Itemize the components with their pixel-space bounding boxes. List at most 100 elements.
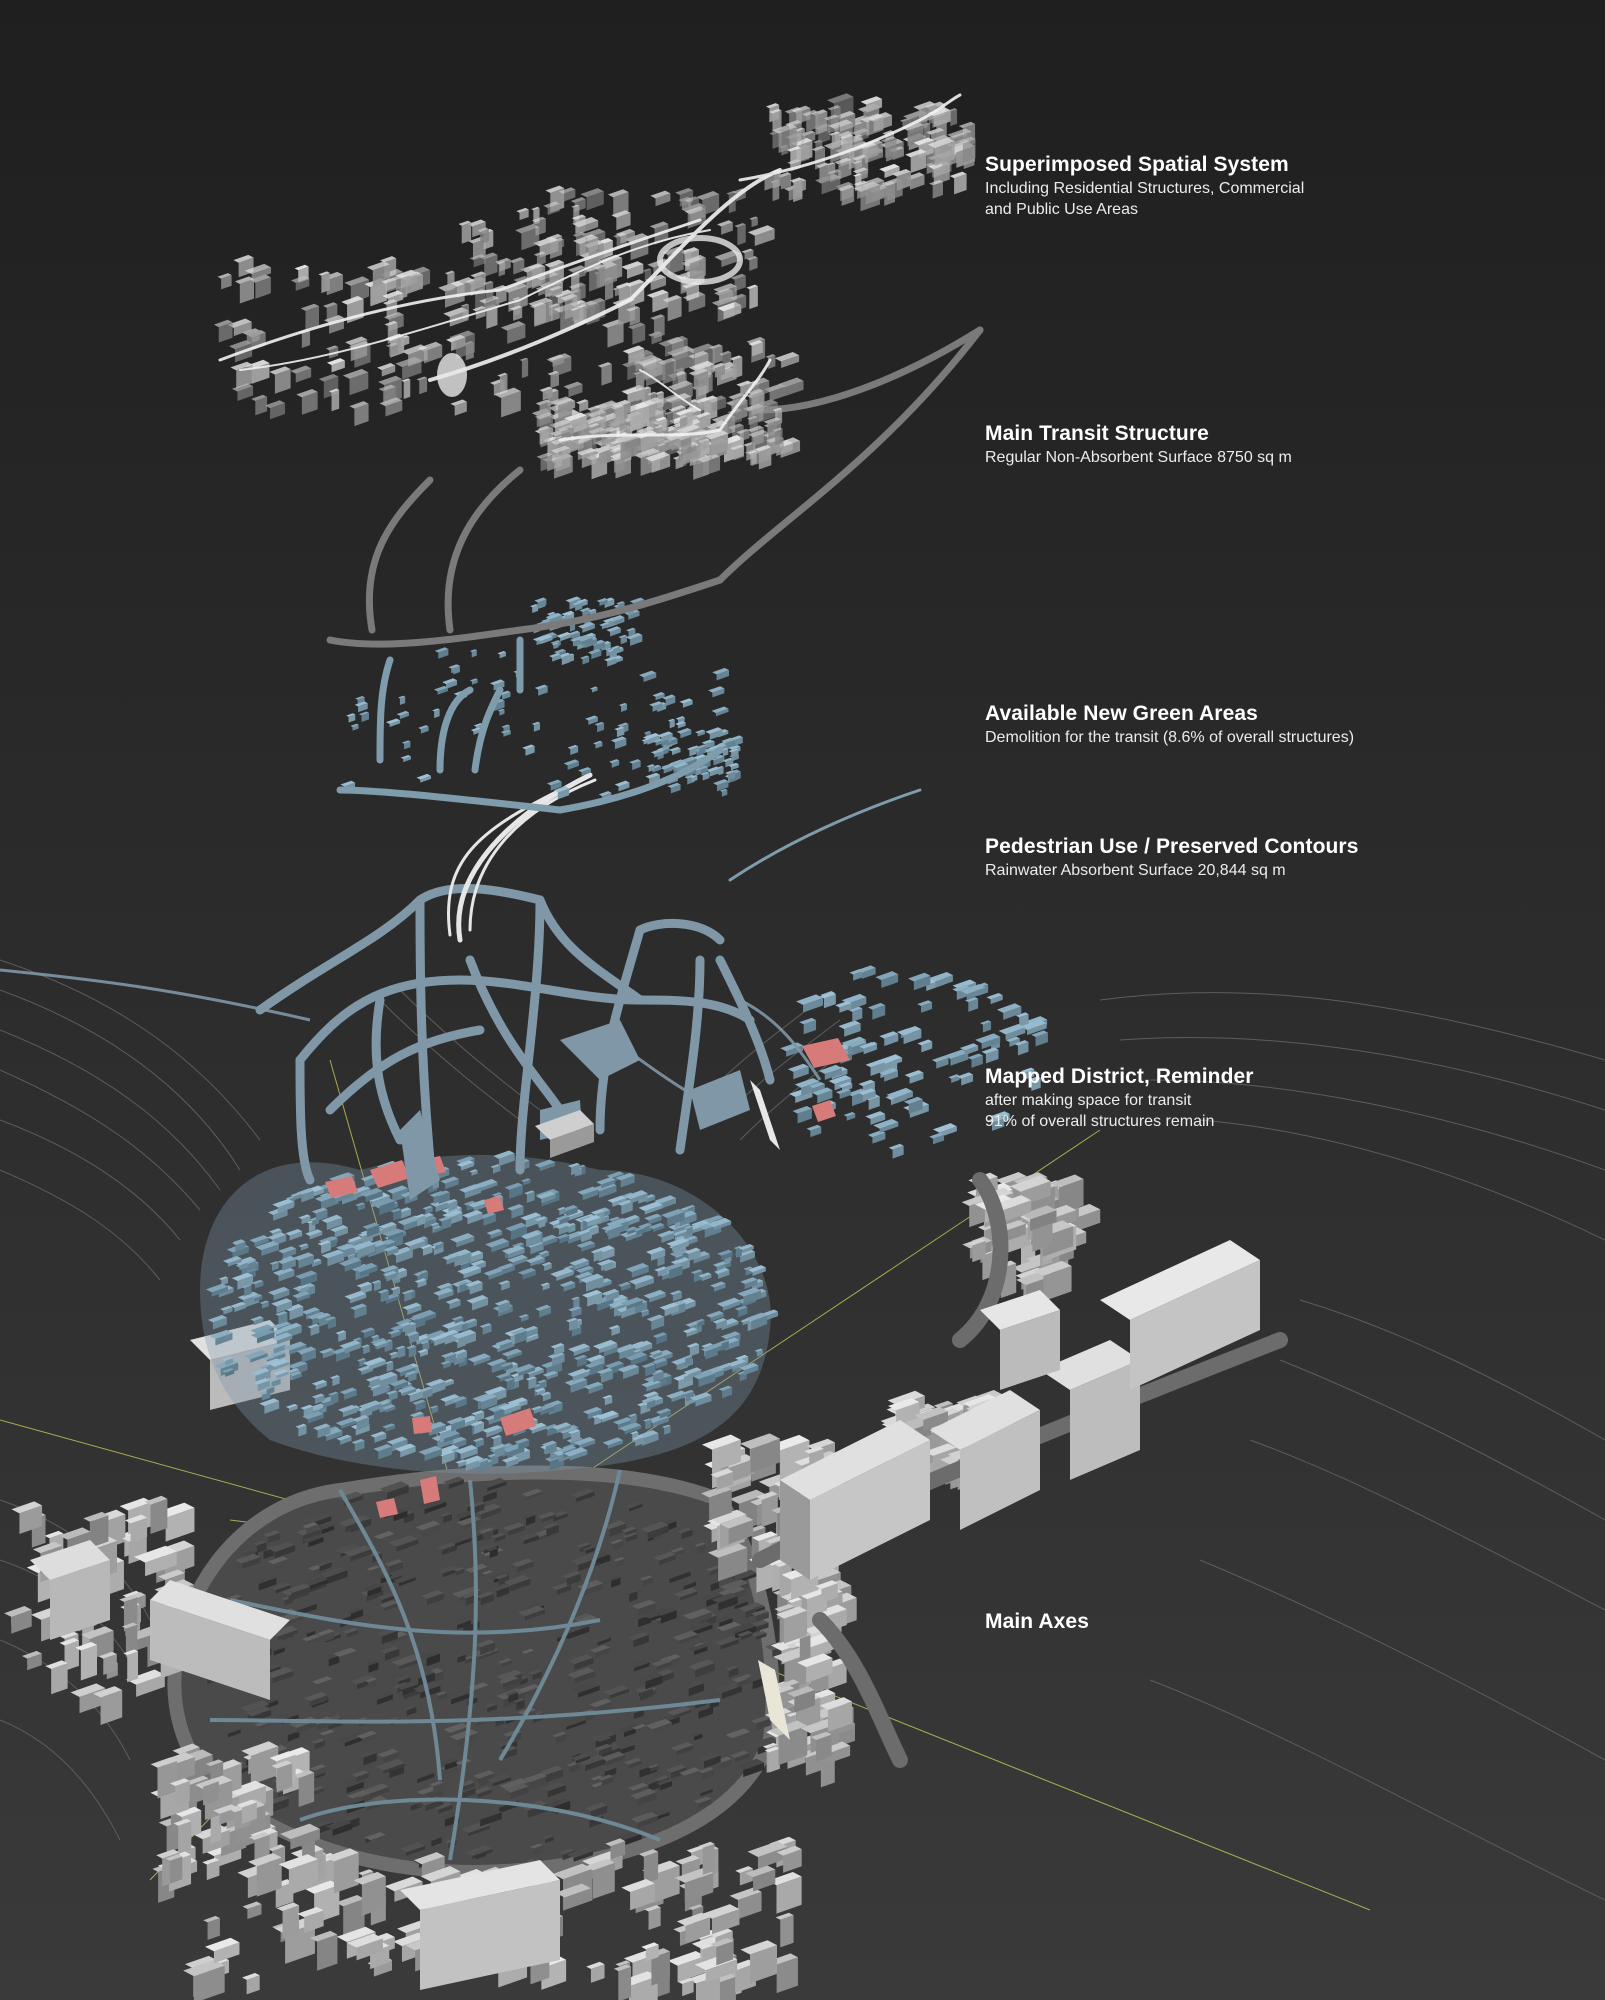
green-area-block-side — [610, 628, 621, 637]
base-block-side — [594, 1554, 610, 1564]
base-block-top — [631, 1599, 657, 1610]
district-block-side — [417, 1279, 427, 1288]
surround-block-top — [735, 1866, 753, 1874]
district-block-side — [244, 1285, 252, 1297]
base-block-top — [486, 1773, 511, 1784]
district-block-side — [793, 1066, 809, 1080]
district-block-side — [563, 1282, 576, 1292]
district-block-top — [465, 1280, 483, 1287]
spatial-block-top — [380, 256, 397, 263]
district-block-side — [713, 1221, 732, 1231]
spatial-block-side — [693, 353, 709, 368]
district-block-top — [573, 1436, 596, 1446]
base-block-side — [444, 1760, 458, 1771]
district-block-side — [636, 1228, 645, 1236]
base-block-top — [551, 1582, 572, 1591]
base-block-side — [406, 1845, 426, 1856]
base-block-top — [616, 1742, 635, 1750]
surround-block-side — [590, 1964, 605, 1983]
district-block-top — [311, 1407, 322, 1412]
district-block-top — [524, 1190, 535, 1195]
base-block-side — [585, 1758, 606, 1772]
base-block-top — [502, 1522, 525, 1532]
district-block-top — [573, 1354, 587, 1360]
spatial-block-top — [607, 189, 629, 198]
district-block-side — [964, 1045, 979, 1056]
base-block-side — [694, 1646, 708, 1656]
surround-block-top — [93, 1686, 123, 1698]
base-block-top — [358, 1750, 377, 1758]
district-block-top — [511, 1242, 525, 1248]
spatial-block — [748, 340, 763, 357]
district-block-top — [645, 1246, 666, 1255]
district-block-top — [534, 1387, 546, 1393]
district-block-top — [707, 1217, 732, 1228]
spatial-block-top — [570, 197, 586, 204]
green-area-block-side — [420, 775, 431, 783]
surround-block-top — [249, 1832, 270, 1841]
base-block-top — [521, 1858, 537, 1865]
base-block-side — [314, 1740, 325, 1750]
district-block-side — [657, 1255, 665, 1267]
spatial-block-top — [684, 196, 699, 203]
spatial-block-side — [697, 430, 707, 452]
green-area-block-top — [593, 740, 603, 745]
district-block-side — [569, 1450, 588, 1461]
spatial-block-side — [780, 174, 792, 190]
surround-block-side — [89, 1515, 109, 1548]
green-area-block-side — [649, 774, 660, 783]
surround-block-side — [298, 1772, 315, 1808]
spatial-block-top — [585, 297, 606, 306]
spatial-block — [548, 285, 563, 298]
spatial-block-side — [499, 259, 511, 272]
district-block-side — [422, 1245, 433, 1256]
district-block-top — [414, 1278, 427, 1283]
district-block-side — [823, 994, 836, 1009]
spatial-block — [748, 429, 768, 451]
green-area-block-top — [587, 648, 602, 655]
district-block-top — [399, 1322, 412, 1327]
spatial-block-top — [341, 296, 364, 305]
district-block-side — [879, 1122, 899, 1133]
base-block-top — [630, 1788, 657, 1799]
green-area-block-top — [550, 640, 561, 645]
district-block-side — [872, 1132, 886, 1144]
spatial-block-top — [531, 216, 546, 223]
district-block-top — [583, 1381, 604, 1390]
district-block-top — [733, 1245, 742, 1250]
district-block-side — [651, 1316, 665, 1331]
green-area-block-side — [532, 605, 539, 613]
spatial-block-side — [632, 324, 646, 345]
spatial-block-side — [607, 322, 624, 348]
district-block-top — [638, 1201, 663, 1212]
base-block-top — [567, 1654, 594, 1665]
district-block-top — [806, 1124, 822, 1131]
green-area-block-top — [629, 759, 641, 764]
base-block-side — [669, 1571, 691, 1584]
base-block-top — [362, 1583, 382, 1592]
base-block-side — [553, 1513, 568, 1522]
base-block-side — [755, 1718, 771, 1731]
green-area-block-top — [618, 702, 628, 707]
base-block-side — [634, 1662, 650, 1672]
green-area-block-top — [500, 729, 511, 734]
surround-block-side — [806, 1657, 833, 1683]
spatial-block — [695, 411, 711, 430]
district-block-side — [342, 1407, 358, 1418]
spatial-block-top — [572, 216, 599, 228]
base-block-side — [345, 1519, 367, 1533]
district-block-side — [803, 1020, 817, 1035]
district-block-top — [330, 1224, 348, 1233]
district-block-top — [617, 1199, 633, 1206]
district-block-top — [518, 1313, 529, 1318]
base-block-top — [645, 1778, 659, 1785]
district-block-top — [607, 1195, 627, 1203]
base-block-top — [655, 1607, 677, 1616]
spatial-block-top — [749, 216, 758, 220]
district-block-side — [606, 1291, 619, 1302]
spatial-block-side — [484, 254, 498, 277]
spatial-block — [543, 201, 560, 216]
base-block-top — [429, 1780, 444, 1787]
district-block-side — [471, 1170, 478, 1176]
spatial-block — [627, 322, 646, 345]
